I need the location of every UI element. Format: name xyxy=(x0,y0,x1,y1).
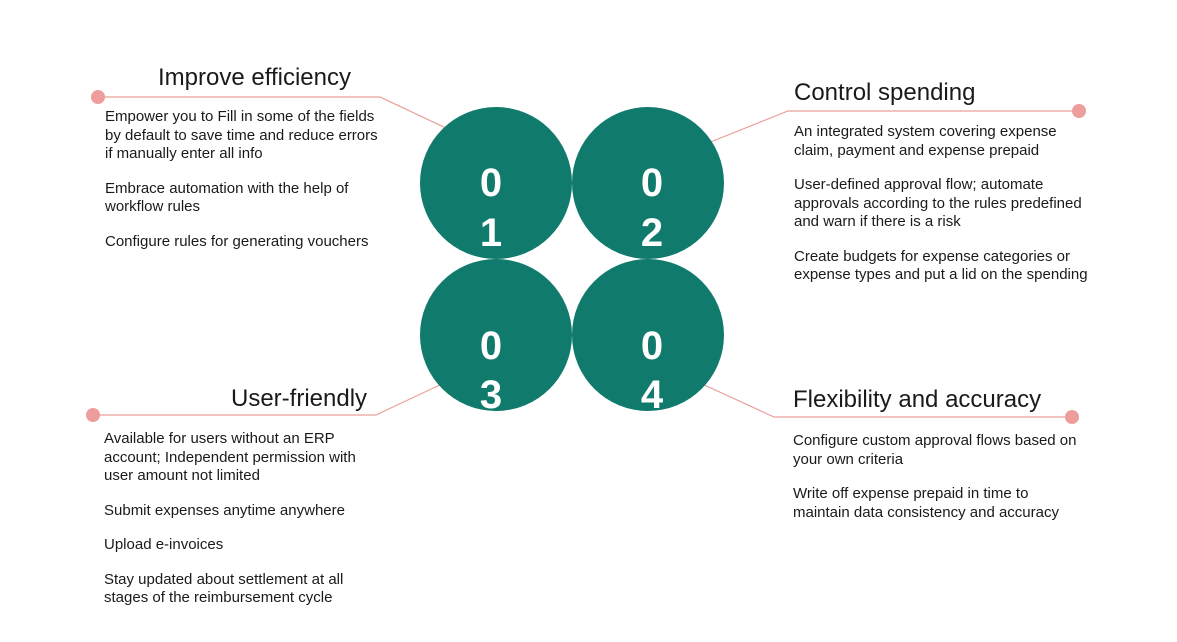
connector-bottom-right xyxy=(699,382,1072,418)
circle-4-digit-top: 0 xyxy=(641,324,663,368)
feature-item: Available for users without an ERP accou… xyxy=(104,430,356,484)
section-body-user-friendly: Available for users without an ERP accou… xyxy=(104,430,389,624)
section-body-flexibility-accuracy: Configure custom approval flows based on… xyxy=(793,432,1078,538)
feature-item: Empower you to Fill in some of the field… xyxy=(105,108,378,162)
circle-1-digit-top: 0 xyxy=(480,161,502,205)
section-title-flexibility-accuracy: Flexibility and accuracy xyxy=(793,386,1042,413)
circle-2-digit-top: 0 xyxy=(641,161,663,205)
dot-bottom-right xyxy=(1065,410,1079,424)
section-title-control-spending: Control spending xyxy=(794,79,976,106)
section-title-user-friendly: User-friendly xyxy=(231,385,368,412)
dot-top-right xyxy=(1072,104,1086,118)
connector-top-left xyxy=(98,96,449,130)
connector-dots xyxy=(86,90,1086,424)
feature-item: Write off expense prepaid in time to mai… xyxy=(793,485,1059,521)
feature-item: Embrace automation with the help of work… xyxy=(105,179,349,216)
section-body-improve-efficiency: Empower you to Fill in some of the field… xyxy=(105,108,380,267)
section-body-control-spending: An integrated system covering expense cl… xyxy=(794,123,1094,301)
circle-3-digit-top: 0 xyxy=(480,324,502,368)
dot-top-left xyxy=(91,90,105,104)
section-title-improve-efficiency: Improve efficiency xyxy=(158,64,351,91)
feature-item: Create budgets for expense categories or… xyxy=(794,247,1088,284)
feature-item: Configure custom approval flows based on… xyxy=(793,432,1077,468)
connector-bottom-left xyxy=(93,382,445,416)
dot-bottom-left xyxy=(86,408,100,422)
circle-3-digit-bottom: 3 xyxy=(480,373,502,417)
circle-1-digit-bottom: 1 xyxy=(480,211,502,255)
circle-3-number: 0 3 xyxy=(480,324,502,417)
circle-group xyxy=(420,107,724,411)
feature-item: Submit expenses anytime anywhere xyxy=(104,501,345,519)
circle-2-number: 0 2 xyxy=(641,161,663,255)
circle-4-digit-bottom: 4 xyxy=(641,373,664,417)
connector-top-right xyxy=(707,110,1079,144)
feature-item: User-defined approval flow; automate app… xyxy=(794,176,1082,230)
feature-item: An integrated system covering expense cl… xyxy=(794,123,1057,159)
feature-item: Configure rules for generating vouchers xyxy=(105,232,369,250)
circle-2-digit-bottom: 2 xyxy=(641,211,663,255)
feature-item: Stay updated about settlement at all sta… xyxy=(104,570,344,607)
circle-1-number: 0 1 xyxy=(480,161,502,255)
connectors xyxy=(93,96,1079,418)
feature-item: Upload e-invoices xyxy=(104,536,224,553)
circle-4-number: 0 4 xyxy=(641,324,664,417)
